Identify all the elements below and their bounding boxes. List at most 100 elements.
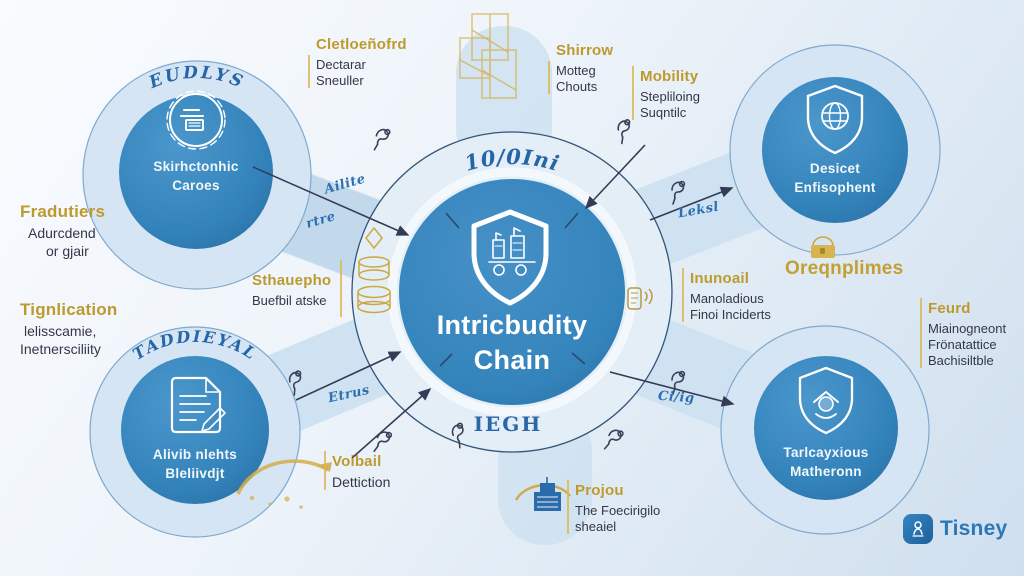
label-line: The Foecirigilo	[575, 502, 661, 518]
label-title: Inunoail	[690, 270, 750, 287]
spoke-caption-lower-right: Ci/ig	[657, 388, 696, 407]
label-line: Sneuller	[316, 72, 364, 88]
node-label-line: Desicet	[809, 161, 861, 176]
center-circle	[399, 179, 625, 405]
flow-arrows	[252, 144, 735, 459]
hook-doodle-icon	[616, 118, 634, 145]
separator-bar	[567, 480, 569, 535]
signal-device-icon	[627, 287, 653, 310]
label-block-shirrow: Shirrow Motteg Chouts	[548, 42, 614, 95]
document-pen-icon	[170, 376, 226, 434]
arrow	[649, 186, 734, 221]
label-line: or gjair	[46, 242, 89, 259]
label-line: Manoladious	[690, 290, 764, 306]
label-title: Feurd	[928, 300, 971, 317]
chest-icon	[811, 236, 835, 258]
center-ring-gap	[387, 167, 637, 417]
database-icon	[357, 226, 391, 314]
label-line: Bachisiltble	[928, 353, 994, 369]
label-line: Chouts	[556, 78, 598, 94]
label-title: Tignlication	[20, 300, 118, 319]
label-title: Cletloeñofrd	[316, 36, 407, 53]
label-line: Inetnersciliity	[20, 340, 101, 357]
separator-bar	[632, 66, 634, 121]
separator-bar	[682, 268, 684, 323]
label-line: Miainogneont	[928, 320, 1007, 336]
label-block-voibail: Voibail Dettiction	[324, 451, 391, 491]
center-title-line2: Chain	[473, 345, 551, 376]
hook-doodle-icon	[372, 126, 392, 153]
node-label-bottom-right: Tarlcayxious Matheronn	[751, 444, 901, 482]
arrow	[351, 387, 432, 459]
hook-doodle-icon	[372, 428, 393, 456]
label-block-feurd: Feurd Miainogneont Frönatattice Bachisil…	[920, 298, 1007, 369]
separator-bar	[340, 260, 343, 317]
node-circles	[119, 77, 908, 504]
label-block-sthauepho: Sthauepho Buefbil atske	[252, 260, 343, 317]
node-label-line: Skirhctonhic	[153, 159, 239, 174]
node-label-line: Caroes	[172, 177, 220, 193]
center-ticks	[439, 212, 586, 367]
label-block-fradutiers: Fradutiers Adurcdend or gjair	[20, 202, 105, 260]
label-line: Buefbil atske	[252, 292, 327, 308]
center-title: Intricbudity Chain	[402, 308, 622, 378]
arrow	[252, 166, 410, 236]
node-label-line: Alivib nlehts	[152, 447, 238, 462]
building-icon	[514, 477, 571, 511]
label-line: Stepliloing	[640, 88, 700, 104]
label-title: Projou	[575, 482, 624, 499]
label-block-inunoail: Inunoail Manoladious Finoi Inciderts	[682, 268, 771, 323]
castle-shield-icon	[471, 209, 549, 306]
label-title: Shirrow	[556, 42, 614, 59]
tisney-logo	[903, 514, 933, 544]
node-circle-top-right	[762, 77, 908, 223]
arrow	[295, 351, 402, 401]
shield-globe-icon	[806, 84, 864, 155]
separator-bar	[308, 55, 310, 89]
label-title: Sthauepho	[252, 272, 332, 289]
label-block-mobility: Mobility Stepliloing Suqntilc	[632, 66, 700, 121]
hook-doodle-icon	[602, 426, 625, 454]
label-title: Oreqnplimes	[785, 258, 904, 279]
tisney-logo-glyph	[912, 521, 924, 537]
label-line: Motteg	[556, 62, 596, 78]
label-line: Adurcdend	[28, 225, 96, 242]
label-title: Voibail	[332, 453, 382, 470]
node-label-top-right: Desicet Enfisophent	[760, 160, 910, 198]
refresh-arc-icon	[236, 459, 332, 509]
shield-check-icon	[798, 366, 854, 435]
label-title: Fradutiers	[20, 202, 106, 221]
label-block-projou: Projou The Foecirigilo sheaiel	[567, 480, 661, 535]
label-line: Dectarar	[316, 56, 366, 72]
center-title-line1: Intricbudity	[436, 310, 588, 340]
node-label-line: Matheronn	[790, 463, 862, 479]
separator-bar	[548, 61, 550, 95]
label-line: sheaiel	[575, 518, 617, 534]
arrow	[609, 371, 735, 407]
node-circle-bottom-left	[121, 356, 269, 504]
node-circle-top-left	[119, 95, 273, 249]
seal-icon	[166, 90, 226, 150]
brand-name: Tisney	[940, 517, 1008, 540]
label-line: Suqntilc	[640, 104, 687, 120]
label-block-oreqnplimes: Oreqnplimes	[785, 258, 903, 283]
separator-bar	[324, 451, 326, 491]
label-line: Dettiction	[332, 473, 391, 490]
center-ring-bottom-label: IEGH	[473, 412, 543, 436]
separator-bar	[920, 298, 922, 369]
label-block-cletloenofrd: Cletloeñofrd Dectarar Sneuller	[308, 36, 407, 89]
node-label-top-left: Skirhctonhic Caroes	[121, 158, 271, 196]
brand-footer: Tisney	[903, 514, 1007, 544]
node-label-line: Tarlcayxious	[783, 445, 869, 460]
scaffold-icon	[459, 13, 517, 99]
label-line: Finoi Inciderts	[690, 306, 771, 322]
label-title: Mobility	[640, 68, 699, 85]
label-line: lelisscamie,	[24, 323, 97, 340]
label-block-tignlication: Tignlication lelisscamie, Inetnersciliit…	[20, 300, 117, 358]
node-label-line: Enfisophent	[794, 179, 876, 195]
node-label-bottom-left: Alivib nlehts Bleliivdjt	[120, 446, 270, 484]
node-label-line: Bleliivdjt	[165, 465, 225, 481]
node-circle-bottom-right	[754, 356, 898, 500]
